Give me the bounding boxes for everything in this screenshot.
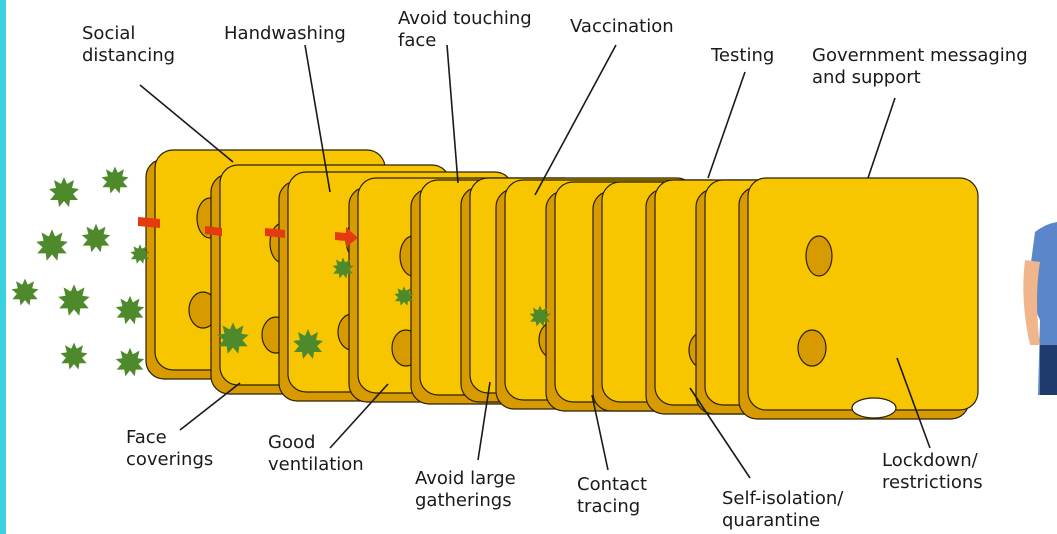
label-avoid-touching-face: Avoid touching face (398, 8, 532, 52)
label-handwashing: Handwashing (224, 23, 346, 45)
label-contact-tracing: Contact tracing (577, 474, 647, 518)
label-good-ventilation: Good ventilation (268, 432, 364, 476)
virus-icon (49, 177, 79, 207)
virus-icon (11, 279, 38, 306)
virus-icon (58, 284, 90, 316)
label-vaccination: Vaccination (570, 16, 674, 38)
person-icon (1023, 222, 1057, 395)
label-lockdown: Lockdown/ restrictions (882, 450, 983, 494)
virus-icon (82, 224, 111, 253)
slices-group (146, 150, 978, 419)
label-government-messaging: Government messaging and support (812, 45, 1028, 89)
label-face-coverings: Face coverings (126, 427, 213, 471)
virus-icon (61, 343, 88, 370)
label-social-distancing: Social distancing (82, 23, 175, 67)
virus-icon (36, 229, 68, 261)
virus-icon (116, 296, 145, 325)
cheese-slice (739, 178, 978, 419)
label-avoid-large-gatherings: Avoid large gatherings (415, 468, 516, 512)
virus-icon (102, 167, 129, 194)
virus-icon (116, 348, 145, 377)
label-self-isolation: Self-isolation/ quarantine (722, 488, 843, 532)
label-testing: Testing (711, 45, 774, 67)
